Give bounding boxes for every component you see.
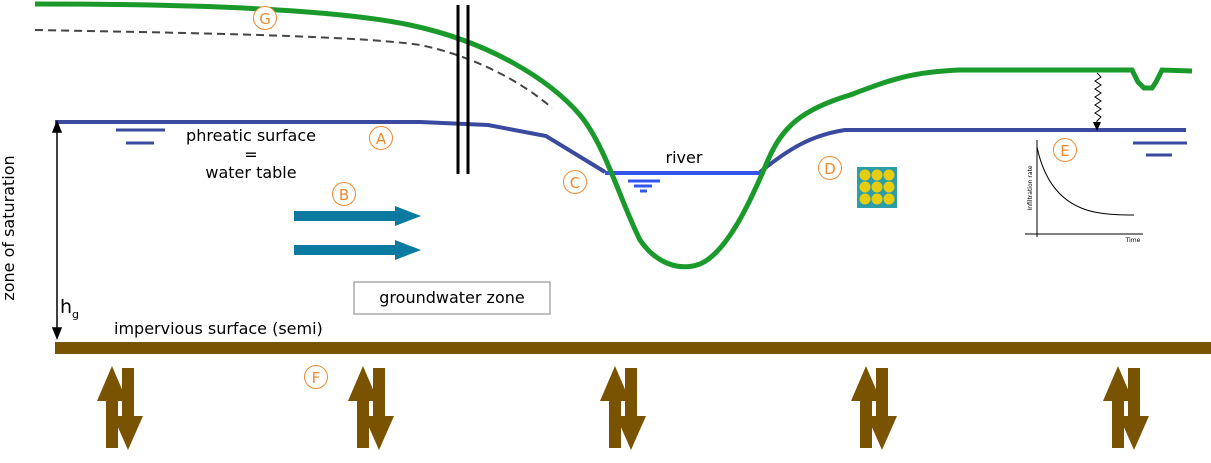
inset-ylabel: Infiltration rate [1027, 165, 1034, 210]
water-table-line [55, 120, 1186, 174]
marker-c: C [563, 170, 587, 194]
exchange-arrow-4 [851, 366, 897, 450]
exchange-arrow-2 [348, 366, 394, 450]
marker-e: E [1053, 138, 1077, 162]
water-table-symbol-left [116, 128, 165, 145]
well [456, 5, 470, 174]
exchange-arrow-3 [600, 366, 646, 450]
dashed-original-surface [34, 29, 553, 109]
svg-text:A: A [376, 130, 387, 148]
markers: G A B C D E F [253, 6, 1077, 389]
water-table-symbol-river [628, 179, 660, 193]
marker-b: B [332, 182, 356, 206]
water-table-label: water table [205, 163, 296, 182]
exchange-arrow-1 [97, 366, 143, 450]
svg-text:C: C [570, 174, 580, 192]
marker-g: G [253, 6, 277, 30]
hg-label: hg [60, 296, 79, 321]
inset-xlabel: Time [1125, 237, 1141, 244]
groundwater-zone-label: groundwater zone [379, 288, 524, 307]
infiltration-curve [1036, 146, 1135, 216]
marker-d: D [818, 156, 842, 180]
equals-label: = [244, 145, 257, 164]
marker-f: F [304, 365, 328, 389]
zone-of-saturation-label: zone of saturation [0, 155, 18, 300]
groundwater-zone-box [353, 281, 551, 315]
exchange-arrows [97, 366, 1149, 450]
impervious-surface-label: impervious surface (semi) [114, 319, 323, 338]
soil-grain-icon [857, 167, 897, 208]
flow-arrow-upper [294, 206, 421, 226]
infiltration-wavy-arrow [1093, 72, 1102, 131]
svg-text:D: D [824, 160, 836, 178]
river-label: river [666, 148, 703, 167]
water-table-symbol-right [1133, 141, 1187, 157]
exchange-arrow-5 [1103, 366, 1149, 450]
svg-text:F: F [312, 369, 321, 387]
svg-text:G: G [259, 10, 271, 28]
impervious-layer [55, 342, 1211, 354]
svg-text:B: B [339, 186, 349, 204]
infiltration-inset-chart: Infiltration rate Time [1025, 140, 1143, 244]
flow-arrow-lower [294, 240, 421, 260]
groundwater-flow-arrows [294, 206, 421, 260]
saturation-depth-arrow [51, 119, 63, 341]
svg-text:E: E [1060, 142, 1069, 160]
ground-surface-line [34, 1, 1193, 270]
marker-a: A [369, 126, 393, 150]
phreatic-surface-label: phreatic surface [186, 126, 316, 145]
